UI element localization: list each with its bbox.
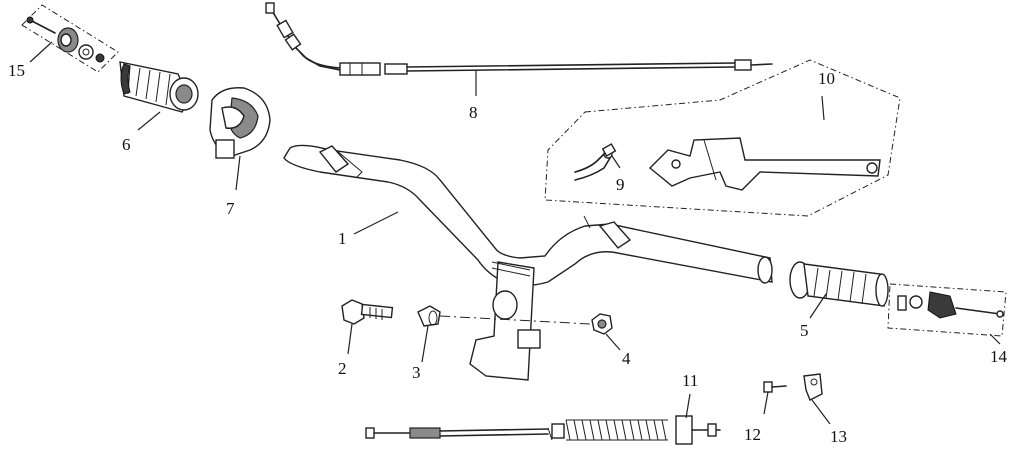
brake-cable (365, 415, 721, 445)
callout-7: 7 (226, 199, 235, 218)
left-bar-end-assembly (21, 4, 119, 73)
left-grip (119, 61, 199, 113)
leader-lines (29, 41, 1001, 425)
brake-lever-assembly (544, 59, 901, 217)
bolt (341, 299, 394, 325)
callout-15: 15 (8, 61, 25, 80)
callout-4: 4 (622, 349, 631, 368)
throttle-housing (209, 87, 271, 159)
right-bar-end-assembly (887, 283, 1007, 337)
callout-13: 13 (830, 427, 847, 446)
right-grip (789, 261, 889, 307)
callout-3: 3 (412, 363, 421, 382)
callout-5: 5 (800, 321, 809, 340)
throttle-cable (265, 2, 773, 76)
clip (803, 373, 823, 401)
callout-11: 11 (682, 371, 698, 390)
callout-9: 9 (616, 175, 625, 194)
callout-6: 6 (122, 135, 131, 154)
collar (417, 305, 441, 327)
handlebar (283, 144, 773, 381)
nut (591, 313, 613, 335)
callout-12: 12 (744, 425, 761, 444)
callout-14: 14 (990, 347, 1008, 366)
callout-1: 1 (338, 229, 347, 248)
callout-2: 2 (338, 359, 347, 378)
callout-8: 8 (469, 103, 478, 122)
callout-10: 10 (818, 69, 835, 88)
screw (763, 381, 787, 393)
callout-labels: 15 6 7 8 10 9 1 2 3 4 5 14 11 12 13 (8, 61, 1008, 446)
